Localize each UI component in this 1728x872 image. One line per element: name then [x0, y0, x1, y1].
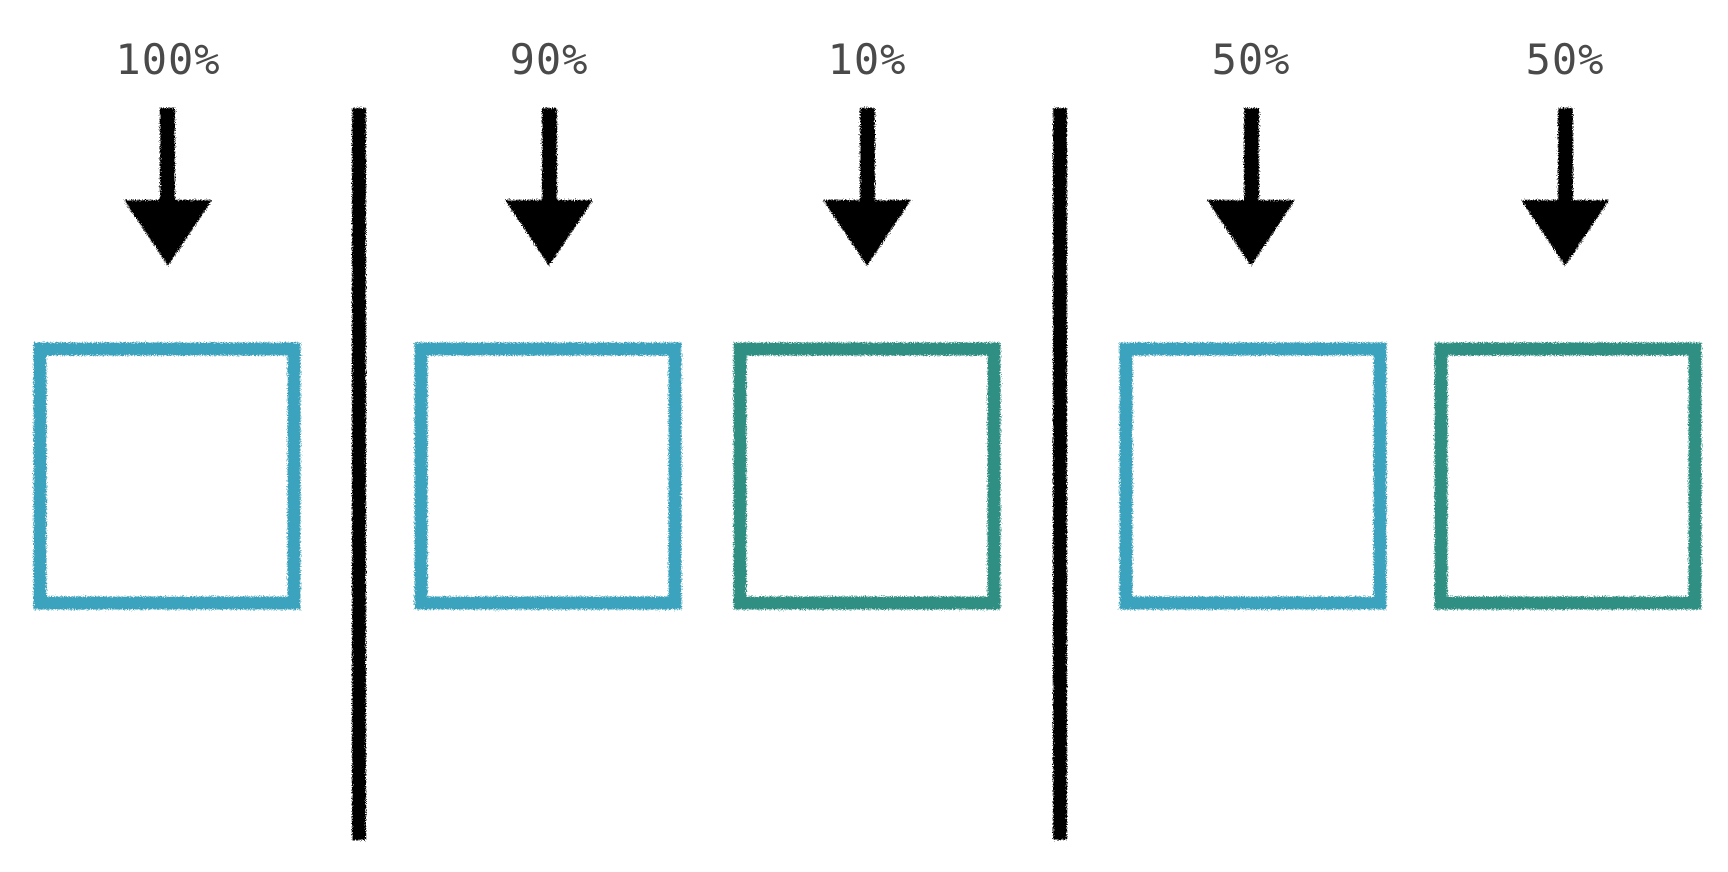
panel-5: 50% — [1434, 35, 1702, 610]
panel-1: 100% — [33, 35, 301, 610]
panel-4-box — [1119, 342, 1387, 610]
panel-5-label: 50% — [1526, 35, 1605, 84]
panel-1-label: 100% — [115, 35, 220, 84]
panel-3-label: 10% — [828, 35, 907, 84]
panel-3-box — [733, 342, 1001, 610]
divider-2 — [1053, 108, 1067, 840]
panel-5-arrow-icon — [1521, 108, 1609, 266]
divider-1 — [352, 108, 366, 840]
panel-2-box — [414, 342, 682, 610]
panel-1-arrow-icon — [124, 108, 212, 266]
divider-2-line — [1053, 108, 1067, 840]
panel-2: 90% — [414, 35, 682, 610]
panel-3-arrow-icon — [823, 108, 911, 266]
panel-1-box — [33, 342, 301, 610]
panel-4: 50% — [1119, 35, 1387, 610]
panel-2-arrow-icon — [505, 108, 593, 266]
panel-4-arrow-icon — [1207, 108, 1295, 266]
panel-5-box — [1434, 342, 1702, 610]
panel-3: 10% — [733, 35, 1001, 610]
divider-1-line — [352, 108, 366, 840]
panel-2-label: 90% — [510, 35, 589, 84]
panel-4-label: 50% — [1212, 35, 1291, 84]
